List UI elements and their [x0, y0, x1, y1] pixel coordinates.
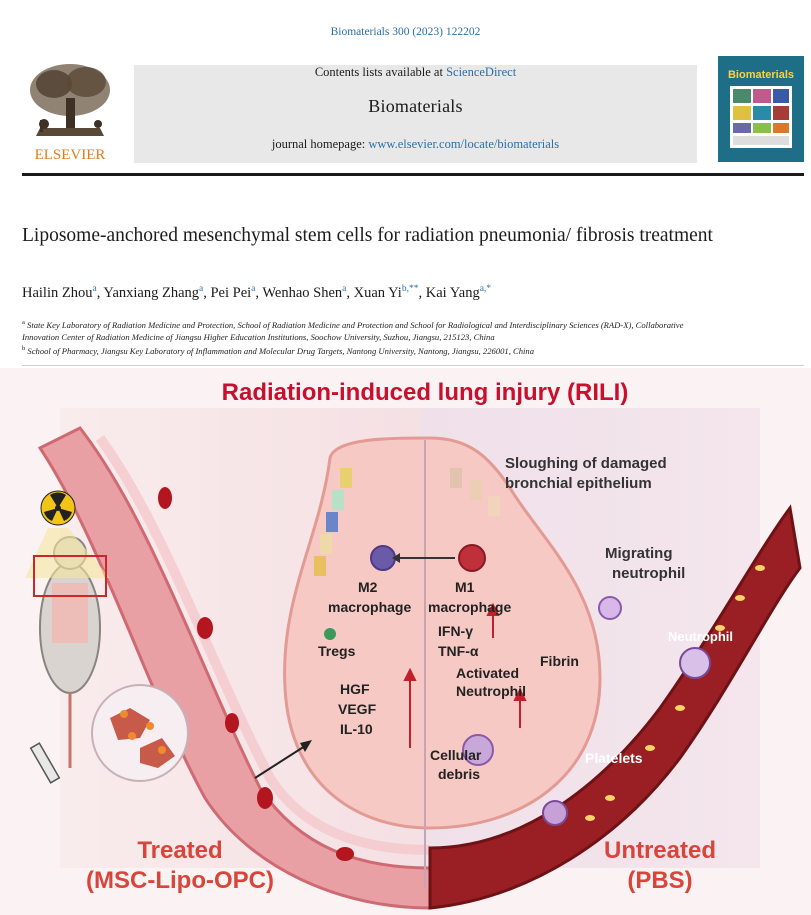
tregs-icon: [324, 628, 336, 640]
label-m1-2: macrophage: [428, 599, 511, 615]
tree-icon: [22, 58, 118, 140]
platelet-neutrophil-icon: [542, 800, 568, 826]
vessel-neutrophil-icon: [679, 647, 711, 679]
homepage-prefix: journal homepage:: [271, 137, 369, 151]
author[interactable]: Kai Yang: [425, 284, 480, 301]
label-platelets: Platelets: [585, 750, 643, 766]
syringe-icon: [29, 742, 61, 784]
journal-cover[interactable]: Biomaterials: [718, 56, 804, 162]
homepage-link[interactable]: www.elsevier.com/locate/biomaterials: [368, 137, 560, 151]
label-m1-1: M1: [455, 579, 475, 595]
author[interactable]: Pei Pei: [210, 284, 252, 301]
upregulation-arrows: [403, 602, 527, 748]
label-sloughing-1: Sloughing of damaged: [505, 455, 667, 472]
radiation-icon: [25, 490, 110, 578]
migrating-neutrophil-icon: [598, 596, 622, 620]
label-treated-2: (MSC-Lipo-OPC): [86, 867, 274, 894]
author-affil-mark[interactable]: a: [342, 284, 347, 294]
affiliation-text: School of Pharmacy, Jiangsu Key Laborato…: [27, 345, 535, 356]
m2-macrophage-icon: [370, 545, 396, 571]
red-blood-cell-icons: [158, 487, 354, 861]
header-rule: [22, 173, 804, 176]
author[interactable]: Yanxiang Zhang: [103, 284, 200, 301]
epithelial-cells: [314, 468, 500, 576]
author-affil-mark[interactable]: a: [92, 284, 97, 294]
label-m2-1: M2: [358, 579, 378, 595]
label-ifn: IFN-γ: [438, 623, 473, 639]
label-migrating-2: neutrophil: [612, 565, 685, 582]
contents-line: Contents lists available at ScienceDirec…: [134, 65, 697, 80]
m1-macrophage-icon: [458, 544, 486, 572]
affiliation-text: State Key Laboratory of Radiation Medici…: [22, 319, 684, 342]
author[interactable]: Xuan Yi: [353, 284, 402, 301]
affiliation-label: b: [22, 345, 26, 352]
affiliation-label: a: [22, 319, 25, 326]
author-affil-mark[interactable]: a: [251, 284, 256, 294]
journal-citation[interactable]: Biomaterials 300 (2023) 122202: [330, 26, 481, 38]
label-activated-1: Activated: [456, 665, 519, 681]
author[interactable]: Wenhao Shen: [262, 284, 343, 301]
label-hgf: HGF: [340, 681, 370, 697]
label-untreated-1: Untreated: [604, 837, 716, 864]
label-treated-1: Treated: [137, 837, 222, 864]
label-vegf: VEGF: [338, 701, 377, 717]
cover-title: Biomaterials: [728, 69, 794, 81]
label-untreated-2: (PBS): [627, 867, 692, 894]
contents-prefix: Contents lists available at: [314, 65, 447, 79]
affiliation-b: b School of Pharmacy, Jiangsu Key Labora…: [22, 343, 722, 357]
sciencedirect-link[interactable]: ScienceDirect: [446, 65, 517, 79]
label-sloughing-2: bronchial epithelium: [505, 475, 652, 492]
label-migrating-1: Migrating: [605, 545, 673, 562]
journal-name: Biomaterials: [368, 96, 463, 116]
label-tnf: TNF-α: [438, 643, 479, 659]
author-affil-mark[interactable]: b,**: [401, 284, 419, 294]
label-il10: IL-10: [340, 721, 373, 737]
label-m2-2: macrophage: [328, 599, 411, 615]
graphical-abstract[interactable]: Radiation-induced lung injury (RILI) Slo…: [0, 368, 811, 915]
neutrophil-icon: [462, 734, 494, 766]
label-tregs: Tregs: [318, 643, 356, 659]
author-affil-mark[interactable]: a,*: [479, 284, 492, 294]
elsevier-logo[interactable]: ELSEVIER: [22, 58, 118, 164]
cover-image-icon: [730, 86, 792, 148]
alveolus: [283, 436, 602, 830]
label-neutrophil: Neutrophil: [668, 629, 733, 644]
figure-title: Radiation-induced lung injury (RILI): [222, 379, 629, 406]
article-title: Liposome-anchored mesenchymal stem cells…: [22, 225, 713, 246]
injection-arrow: [254, 745, 306, 779]
msc-lipo-cells-icon: [91, 684, 189, 782]
label-cellular-2: debris: [438, 766, 480, 782]
label-fibrin: Fibrin: [540, 653, 579, 669]
affiliation-rule: [22, 365, 804, 366]
untreated-vessel: [428, 504, 802, 910]
platelet-icons: [585, 565, 765, 821]
label-activated-2: Neutrophil: [456, 683, 526, 699]
homepage-line: journal homepage: www.elsevier.com/locat…: [134, 137, 697, 152]
journal-header: ELSEVIER Contents lists available at Sci…: [22, 52, 804, 168]
journal-info-box: Contents lists available at ScienceDirec…: [134, 65, 697, 163]
author-affil-mark[interactable]: a: [199, 284, 204, 294]
affiliation-a: a State Key Laboratory of Radiation Medi…: [22, 317, 722, 343]
publisher-name: ELSEVIER: [35, 147, 106, 163]
label-cellular-1: Cellular: [430, 747, 482, 763]
author-list: Hailin Zhoua, Yanxiang Zhanga, Pei Peia,…: [22, 284, 492, 301]
author[interactable]: Hailin Zhou: [22, 284, 93, 301]
irradiation-area: [33, 555, 107, 597]
